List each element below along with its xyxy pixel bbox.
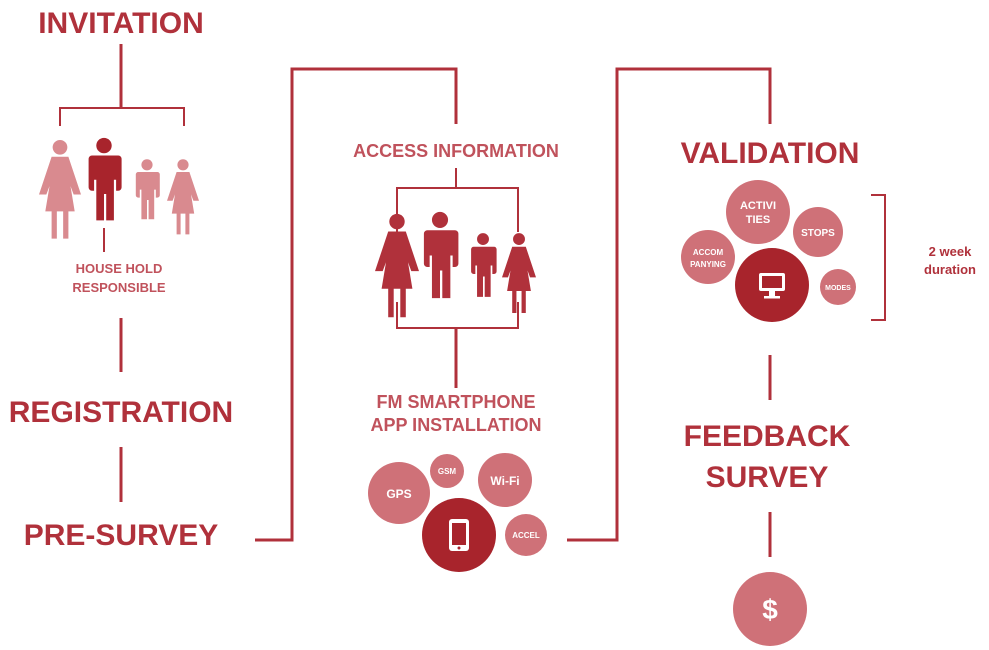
woman-icon [39, 139, 81, 239]
validation-label-modes: MODES [825, 285, 851, 292]
duration-bracket [871, 194, 886, 321]
family-icon [375, 211, 536, 318]
girl-icon [167, 159, 199, 235]
flow-connector [255, 67, 458, 542]
computer-icon [759, 273, 785, 299]
validation-bubble-accompanying: ACCOM PANYING [681, 230, 735, 284]
dollar-icon: $ [762, 594, 778, 625]
duration-label-line1: 2 week [929, 244, 972, 259]
family-bracket [59, 107, 185, 126]
validation-label-accompanying-line2: PANYING [690, 260, 726, 269]
validation-label-stops: STOPS [801, 228, 835, 239]
flow-connector [567, 67, 772, 542]
feedback-title-line1: FEEDBACK [684, 420, 851, 453]
reward-bubble: $ [733, 572, 807, 646]
household-label-line1: HOUSE HOLD [76, 261, 163, 276]
validation-label-accompanying-line1: ACCOM [693, 248, 724, 257]
household-label-line2: RESPONSIBLE [72, 280, 166, 295]
app-install-title-line1: FM SMARTPHONE [377, 392, 536, 412]
validation-label-activities-line1: ACTIVI [740, 200, 776, 212]
duration-label-line2: duration [924, 262, 976, 277]
pre-survey-title: PRE-SURVEY [24, 519, 219, 552]
man-icon [88, 137, 122, 221]
smartphone-bubble [422, 498, 496, 572]
sensor-bubble-wifi: Wi-Fi [478, 453, 532, 507]
sensor-label-gps: GPS [386, 487, 411, 501]
validation-label-activities-line2: TIES [746, 214, 770, 226]
smartphone-icon [449, 519, 469, 551]
family-bracket-top [396, 187, 519, 232]
boy-icon [471, 233, 497, 297]
family-icon [39, 137, 199, 239]
sensor-label-gsm: GSM [438, 467, 457, 476]
girl-icon [502, 233, 536, 314]
man-icon [423, 211, 459, 299]
access-information-title: ACCESS INFORMATION [353, 141, 559, 161]
validation-bubble-activities: ACTIVI TIES [726, 180, 790, 244]
app-install-title-line2: APP INSTALLATION [371, 415, 542, 435]
validation-bubble-stops: STOPS [793, 207, 843, 257]
boy-icon [135, 159, 160, 220]
sensor-bubble-gps: GPS [368, 462, 430, 524]
validation-title: VALIDATION [681, 137, 860, 170]
sensor-label-accel: ACCEL [512, 531, 540, 540]
feedback-title-line2: SURVEY [706, 461, 829, 494]
registration-title: REGISTRATION [9, 396, 233, 429]
sensor-label-wifi: Wi-Fi [490, 474, 519, 488]
sensor-bubble-gsm: GSM [430, 454, 464, 488]
validation-bubble-modes: MODES [820, 269, 856, 305]
family-bracket-bottom [396, 302, 519, 329]
sensor-bubble-accel: ACCEL [505, 514, 547, 556]
invitation-title: INVITATION [38, 7, 204, 40]
computer-bubble [735, 248, 809, 322]
